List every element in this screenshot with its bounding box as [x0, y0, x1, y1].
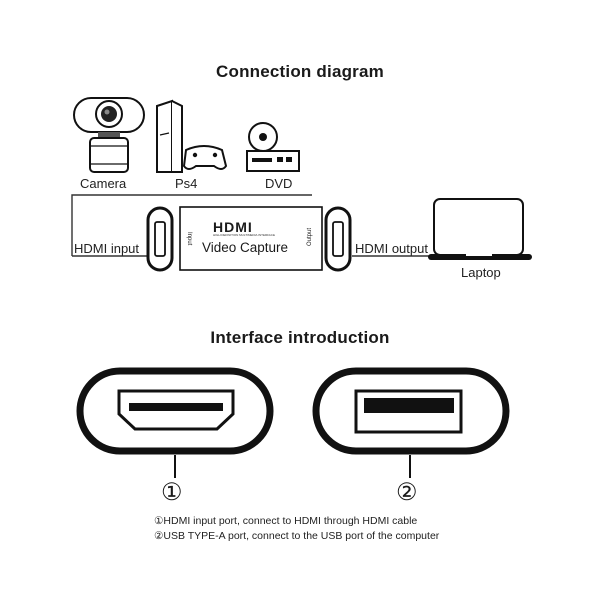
- interface-introduction-title: Interface introduction: [210, 328, 390, 347]
- output-side-label: Output: [307, 227, 314, 247]
- laptop-icon: [428, 198, 532, 260]
- video-capture-label: Video Capture: [202, 240, 289, 255]
- dvd-label: DVD: [265, 176, 293, 191]
- device-bracket-line: [71, 194, 312, 256]
- marker-2: ②: [396, 479, 418, 506]
- camera-label: Camera: [80, 176, 127, 191]
- right-usb-plug-icon: [324, 206, 352, 272]
- hdmi-input-label: HDMI input: [74, 241, 140, 256]
- dvd-icon: [246, 122, 300, 172]
- hdmi-logo: HDMI: [213, 219, 253, 235]
- left-hdmi-plug-icon: [146, 206, 174, 272]
- connection-diagram-title: Connection diagram: [216, 62, 384, 81]
- camera-icon: [73, 97, 145, 173]
- hdmi-tagline: HIGH DEFINITION MULTIMEDIA INTERFACE: [213, 233, 275, 237]
- hdmi-port-icon: [76, 367, 274, 455]
- input-side-label: Input: [186, 232, 192, 246]
- note-usb-port: ②USB TYPE-A port, connect to the USB por…: [154, 530, 440, 542]
- hdmi-output-label: HDMI output: [355, 241, 428, 256]
- marker-1: ①: [161, 479, 183, 506]
- usb-a-port-icon: [312, 367, 510, 455]
- note-hdmi-port: ①HDMI input port, connect to HDMI throug…: [154, 515, 418, 527]
- ps4-icon: [156, 99, 228, 173]
- ps4-label: Ps4: [175, 176, 198, 191]
- capture-device-body: [179, 206, 323, 271]
- laptop-label: Laptop: [461, 265, 501, 280]
